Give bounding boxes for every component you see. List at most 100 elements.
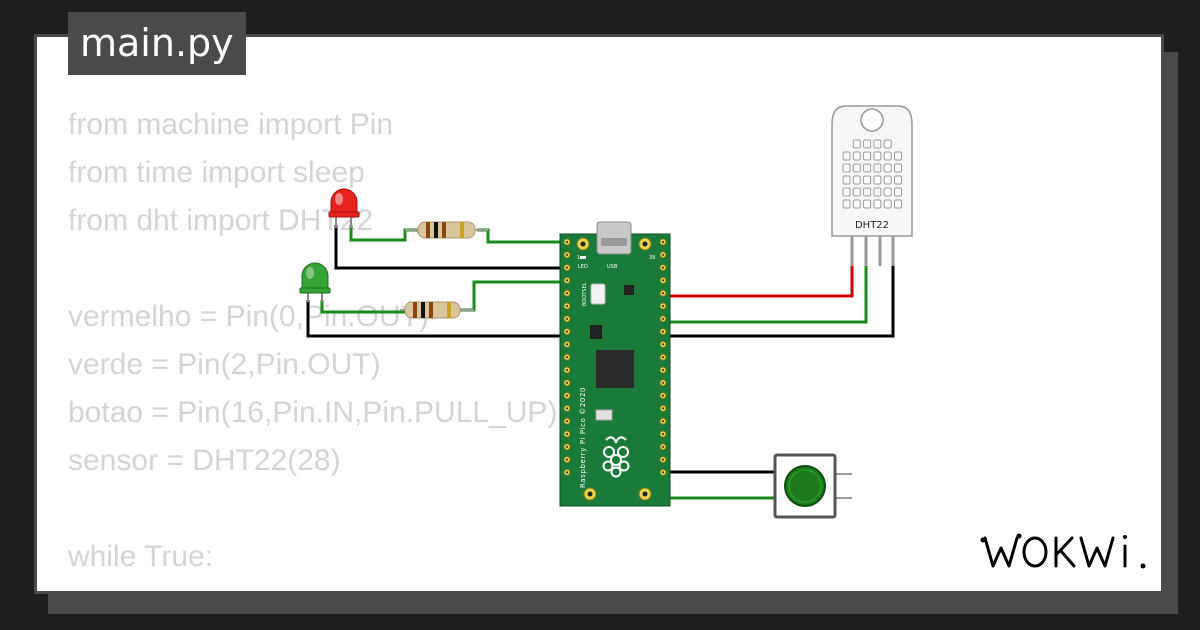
wire-dht-gnd[interactable] [663, 264, 895, 338]
vent-slot [852, 187, 861, 197]
header-pin-hole [565, 304, 569, 308]
wire-green-led-gnd[interactable] [306, 300, 568, 338]
vent-slot [873, 139, 882, 149]
vent-slot [894, 199, 902, 209]
vent-slot [873, 199, 882, 209]
wire-resistor-gp0[interactable] [477, 228, 568, 244]
header-pin-hole [661, 240, 665, 244]
wire-red-led-gnd[interactable] [334, 225, 568, 270]
header-pin-hole [565, 330, 569, 333]
vent-slot [894, 175, 902, 185]
header-pin-hole [565, 420, 569, 423]
header-pin-hole [661, 304, 665, 308]
header-pin-hole [661, 420, 665, 423]
header-pin-hole [565, 432, 569, 436]
pushbutton[interactable] [773, 453, 852, 519]
pin-header-right [659, 238, 667, 476]
wire-dht-data[interactable] [663, 264, 868, 324]
vent-slot [842, 163, 851, 173]
vent-slot [863, 175, 872, 185]
vent-slot [873, 175, 882, 185]
sensor-vent-grid [842, 139, 902, 209]
bootsel-label: BOOTSEL [582, 282, 588, 306]
led-green[interactable] [299, 262, 331, 302]
regulator-chip [624, 285, 634, 295]
led-red[interactable] [328, 188, 360, 228]
code-line: while True: [68, 540, 214, 573]
wire-resistor-gp2[interactable] [460, 280, 568, 312]
flash-chip [590, 325, 602, 339]
vent-slot [873, 187, 882, 197]
resistor-1[interactable] [405, 221, 488, 239]
wire-red-led-resistor[interactable] [349, 225, 418, 242]
vent-slot [863, 151, 872, 161]
vent-slot [842, 151, 851, 161]
header-pin-hole [565, 266, 569, 269]
wokwi-logo [980, 533, 1146, 569]
header-pin-hole [661, 330, 665, 333]
header-pin-hole [565, 381, 569, 384]
header-pin-hole [565, 458, 569, 461]
vent-slot [883, 151, 892, 161]
vent-slot [863, 163, 872, 173]
crystal [595, 409, 613, 421]
vent-slot [852, 175, 861, 185]
code-line: botao = Pin(16,Pin.IN,Pin.PULL_UP) [68, 396, 558, 429]
header-pin-hole [565, 394, 569, 397]
header-pin-hole [661, 445, 665, 448]
wire-dht-vcc[interactable] [663, 264, 854, 298]
vent-slot [894, 151, 902, 161]
header-pin-hole [565, 292, 569, 295]
button-cap[interactable] [784, 465, 826, 507]
file-tab[interactable]: main.py [68, 12, 246, 75]
pin-39-label: 39 [649, 255, 655, 261]
header-pin-hole [661, 292, 665, 295]
raspberry-logo-icon [602, 436, 630, 478]
sensor-label: DHT22 [855, 220, 889, 231]
header-pin-hole [661, 253, 665, 256]
header-pin-hole [565, 279, 569, 282]
code-line: from dht import DHT22 [68, 204, 374, 237]
header-pin-hole [661, 471, 665, 474]
wires [306, 225, 895, 500]
mount-hole [860, 108, 884, 132]
resistor-2[interactable] [400, 301, 474, 319]
vent-slot [883, 139, 892, 149]
header-pin-hole [565, 317, 569, 320]
vent-slot [883, 187, 892, 197]
header-pin-hole [661, 407, 665, 410]
header-pin-hole [661, 458, 665, 461]
vent-slot [842, 175, 851, 185]
pin-1-label: 1 [577, 255, 580, 261]
vent-slot [852, 151, 861, 161]
header-pin-hole [565, 471, 569, 474]
vent-slot [852, 163, 861, 173]
rp2040-chip [596, 350, 634, 388]
header-pin-hole [661, 343, 665, 346]
vent-slot [894, 163, 902, 173]
raspberry-pi-pico[interactable]: Raspberry Pi Pico ©2020 BOOTSEL LED USB … [559, 221, 671, 507]
vent-slot [863, 139, 872, 149]
vent-slot [883, 199, 892, 209]
vent-slot [842, 199, 851, 209]
header-pin-hole [661, 394, 665, 397]
header-pin-hole [661, 368, 665, 372]
code-line: from time import sleep [68, 156, 365, 189]
header-pin-hole [661, 317, 665, 320]
vent-slot [883, 175, 892, 185]
code-line: vermelho = Pin(0,Pin.OUT) [68, 300, 429, 333]
vent-slot [863, 187, 872, 197]
vent-slot [852, 199, 861, 209]
board-name-label: Raspberry Pi Pico ©2020 [579, 387, 587, 488]
header-pin-hole [661, 279, 665, 282]
vent-slot [894, 187, 902, 197]
header-pin-hole [565, 445, 569, 448]
header-pin-hole [661, 432, 665, 436]
header-pin-hole [661, 381, 665, 384]
dht22-sensor[interactable]: DHT22 [831, 105, 913, 266]
pin-header-left [563, 238, 571, 476]
bootsel-button[interactable] [590, 283, 606, 305]
led-label: LED [578, 264, 588, 270]
